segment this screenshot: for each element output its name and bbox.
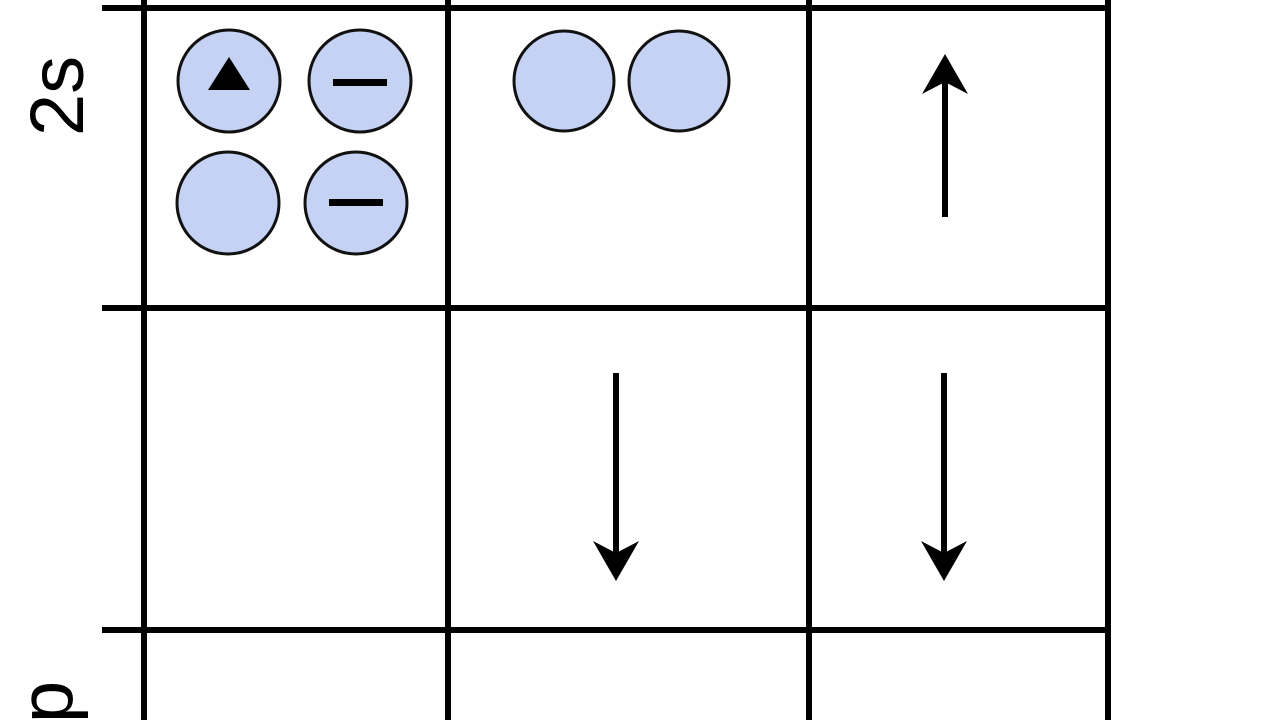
circle-minus xyxy=(307,28,413,134)
arrow-down-icon xyxy=(593,373,639,581)
cell-2s-col2 xyxy=(512,29,731,133)
circle-empty xyxy=(627,29,731,133)
circle-empty xyxy=(175,150,281,256)
circle-minus xyxy=(303,150,409,256)
minus-icon xyxy=(329,199,383,206)
arrow-up-icon xyxy=(922,54,968,217)
cell-2s-col1 xyxy=(175,28,413,256)
triangle-icon xyxy=(208,57,250,90)
circle-empty xyxy=(512,29,616,133)
circle-triangle xyxy=(176,28,282,134)
minus-icon xyxy=(333,79,387,86)
arrow-down-icon xyxy=(921,373,967,581)
